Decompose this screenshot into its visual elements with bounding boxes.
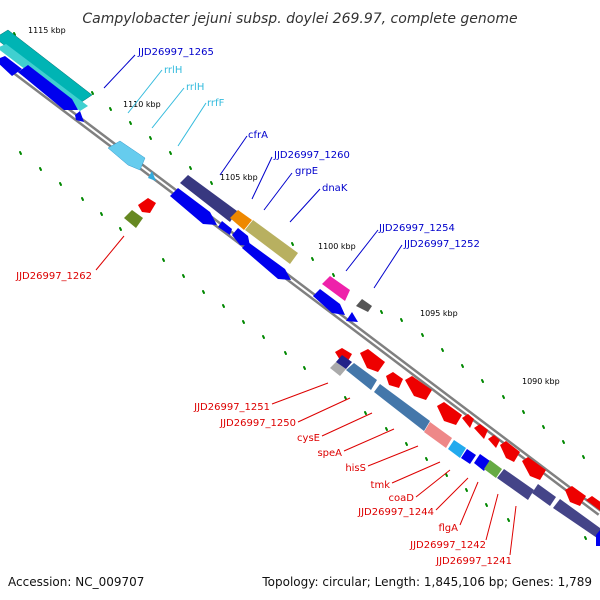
feature-gene-red-6[interactable] (462, 414, 474, 428)
feature-rrfF[interactable] (148, 171, 156, 181)
feature-cfrA[interactable] (180, 175, 237, 222)
label-jjd26997-1251[interactable]: JJD26997_1251 (193, 402, 270, 413)
feature-gene-1260-c[interactable] (232, 228, 250, 246)
feature-gene-end[interactable] (596, 530, 600, 546)
label-grpE[interactable]: grpE (295, 166, 318, 177)
label-jjd26997-1252[interactable]: JJD26997_1252 (403, 239, 480, 250)
feature-gene-1252-b[interactable] (346, 312, 358, 322)
feature-gene-red-10[interactable] (522, 457, 546, 480)
label-cfrA[interactable]: cfrA (248, 130, 268, 141)
feature-hisS[interactable] (448, 440, 466, 458)
label-connectors (95, 54, 517, 556)
label-jjd26997-1241[interactable]: JJD26997_1241 (435, 556, 512, 567)
feature-grpE[interactable] (230, 210, 252, 230)
feature-gene-1260-d[interactable] (242, 242, 291, 280)
scale-ticks (13, 32, 587, 540)
label-jjd26997-1260[interactable]: JJD26997_1260 (273, 150, 350, 161)
feature-flgA[interactable] (497, 469, 534, 500)
forward-features (0, 29, 372, 322)
label-rrlH-2[interactable]: rrlH (186, 82, 204, 93)
label-dnaK[interactable]: dnaK (322, 183, 348, 194)
label-hisS[interactable]: hisS (345, 463, 366, 474)
scale-label-1110: 1110 kbp (123, 100, 161, 109)
topology-text: Topology: circular; Length: 1,845,106 bp… (261, 575, 592, 589)
label-flgA[interactable]: flgA (439, 523, 459, 534)
label-cysE[interactable]: cysE (297, 433, 320, 444)
feature-gene-1241[interactable] (553, 499, 600, 540)
feature-gene-1260-a[interactable] (170, 188, 217, 225)
feature-gene-1262[interactable] (124, 210, 143, 228)
forward-labels: JJD26997_1265 rrlH rrlH rrfF cfrA JJD269… (137, 47, 480, 250)
label-coaD[interactable]: coaD (389, 493, 415, 504)
accession-text: Accession: NC_009707 (8, 575, 144, 589)
feature-cysE[interactable] (374, 384, 430, 431)
scale-labels: 1115 kbp 1110 kbp 1105 kbp 1100 kbp 1095… (28, 26, 560, 386)
label-jjd26997-1242[interactable]: JJD26997_1242 (409, 540, 486, 551)
feature-gene-1244[interactable] (484, 460, 502, 478)
feature-gene-red-9[interactable] (500, 441, 520, 462)
feature-gene-red-8[interactable] (488, 435, 500, 448)
reverse-labels: JJD26997_1262 JJD26997_1251 JJD26997_125… (15, 271, 512, 567)
feature-gene-red-12[interactable] (586, 496, 600, 512)
feature-rrna-lightblue[interactable] (107, 140, 146, 171)
feature-gene-upper-1[interactable] (0, 56, 22, 76)
scale-label-1100: 1100 kbp (318, 242, 356, 251)
feature-gene-1250[interactable] (346, 363, 377, 390)
feature-gene-1242[interactable] (532, 484, 556, 506)
label-rrfF[interactable]: rrfF (207, 98, 225, 109)
reverse-features (124, 198, 600, 546)
feature-gene-1251[interactable] (336, 355, 352, 369)
feature-gene-red-1[interactable] (335, 348, 352, 361)
feature-gene-upper-3[interactable] (75, 111, 84, 122)
feature-gene-red-3[interactable] (386, 372, 403, 388)
scale-label-1090: 1090 kbp (522, 377, 560, 386)
feature-gene-1251-grey[interactable] (330, 362, 346, 376)
label-jjd26997-1250[interactable]: JJD26997_1250 (219, 418, 296, 429)
feature-gene-red-7[interactable] (474, 424, 488, 439)
feature-tmk[interactable] (461, 449, 476, 464)
scale-label-1105: 1105 kbp (220, 173, 258, 182)
feature-gene-1260-b[interactable] (218, 221, 232, 235)
feature-gene-1254[interactable] (313, 289, 345, 315)
label-jjd26997-1244[interactable]: JJD26997_1244 (357, 507, 434, 518)
feature-gene-red-4[interactable] (405, 376, 432, 400)
map-title: Campylobacter jejuni subsp. doylei 269.9… (82, 11, 517, 27)
scale-label-1095: 1095 kbp (420, 309, 458, 318)
feature-gene-1262-red[interactable] (138, 198, 156, 213)
label-rrlH-1[interactable]: rrlH (164, 65, 182, 76)
genome-backbone (0, 57, 600, 516)
label-jjd26997-1265[interactable]: JJD26997_1265 (137, 47, 214, 58)
feature-gene-red-5[interactable] (437, 402, 462, 425)
feature-gene-red-2[interactable] (360, 349, 385, 372)
feature-dnaK[interactable] (245, 220, 298, 264)
label-speA[interactable]: speA (317, 448, 342, 459)
label-tmk[interactable]: tmk (371, 480, 391, 491)
scale-label-1115: 1115 kbp (28, 26, 66, 35)
label-jjd26997-1262[interactable]: JJD26997_1262 (15, 271, 92, 282)
feature-gene-1252[interactable] (356, 299, 372, 312)
feature-speA[interactable] (424, 422, 452, 448)
feature-pink-1254[interactable] (322, 276, 350, 301)
label-jjd26997-1254[interactable]: JJD26997_1254 (378, 223, 455, 234)
feature-gene-upper-2[interactable] (18, 65, 78, 110)
feature-gene-red-11[interactable] (565, 486, 586, 506)
